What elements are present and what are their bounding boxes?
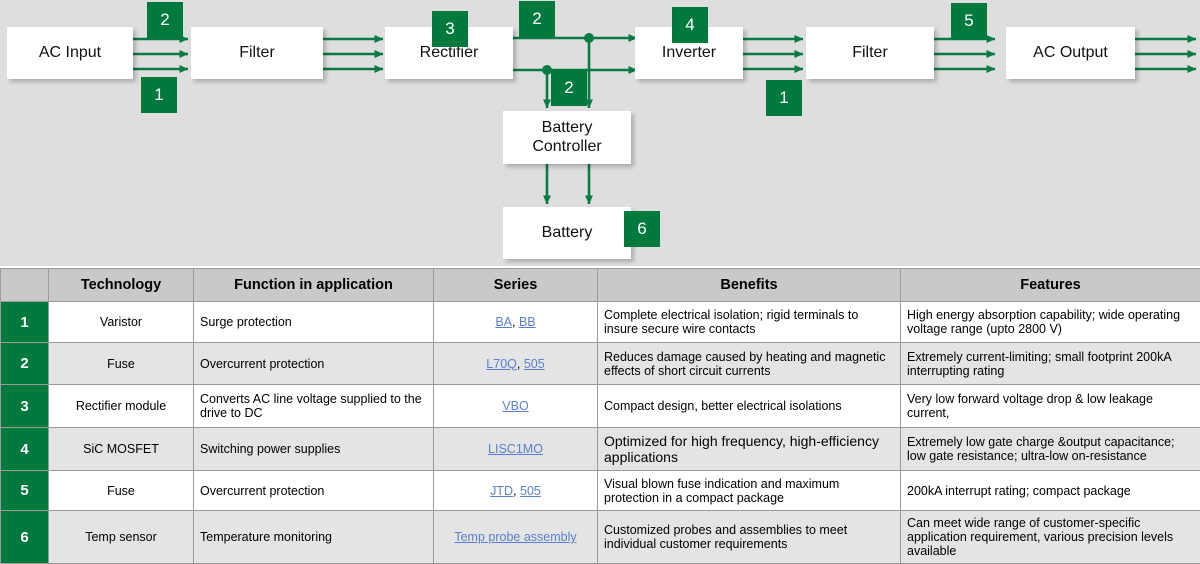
row-function: Switching power supplies [194, 428, 434, 471]
badge-input-1-value: 1 [154, 85, 163, 105]
series-link[interactable]: JTD [490, 484, 513, 498]
table-row: 5 Fuse Overcurrent protection JTD, 505 V… [1, 471, 1200, 511]
series-link[interactable]: BA [495, 315, 512, 329]
row-features: Very low forward voltage drop & low leak… [901, 385, 1200, 428]
series-link[interactable]: 505 [524, 357, 545, 371]
series-link[interactable]: LISC1MO [488, 442, 543, 456]
badge-output-5-value: 5 [964, 11, 973, 31]
row-benefits: Visual blown fuse indication and maximum… [598, 471, 901, 511]
table-header-row: Technology Function in application Serie… [1, 269, 1200, 302]
series-link[interactable]: Temp probe assembly [454, 530, 576, 544]
badge-inverter-4[interactable]: 4 [672, 7, 708, 43]
row-series: BA, BB [434, 302, 598, 343]
row-series: Temp probe assembly [434, 511, 598, 564]
row-features: 200kA interrupt rating; compact package [901, 471, 1200, 511]
node-ac-output[interactable]: AC Output [1006, 27, 1135, 79]
badge-rectifier-3-value: 3 [445, 19, 454, 39]
row-function: Converts AC line voltage supplied to the… [194, 385, 434, 428]
badge-rectifier-3[interactable]: 3 [432, 11, 468, 47]
spec-table: Technology Function in application Serie… [0, 268, 1200, 564]
row-benefits: Customized probes and assemblies to meet… [598, 511, 901, 564]
row-function: Surge protection [194, 302, 434, 343]
node-battery-controller-line1: Battery [542, 119, 593, 137]
badge-battery-controller-2[interactable]: 2 [551, 70, 587, 106]
header-features: Features [901, 269, 1200, 302]
row-features: High energy absorption capability; wide … [901, 302, 1200, 343]
badge-battery-6[interactable]: 6 [624, 211, 660, 247]
row-benefits: Optimized for high frequency, high-effic… [598, 428, 901, 471]
row-function: Overcurrent protection [194, 343, 434, 385]
table-row: 4 SiC MOSFET Switching power supplies LI… [1, 428, 1200, 471]
series-link[interactable]: BB [519, 315, 536, 329]
node-ac-output-label: AC Output [1033, 44, 1108, 62]
block-diagram: AC Input Filter Rectifier Inverter Filte… [0, 0, 1200, 268]
header-number [1, 269, 49, 302]
node-ac-input[interactable]: AC Input [7, 27, 133, 79]
row-benefits: Reduces damage caused by heating and mag… [598, 343, 901, 385]
node-filter-output-label: Filter [852, 44, 888, 62]
row-technology: Fuse [49, 343, 194, 385]
row-features: Extremely current-limiting; small footpr… [901, 343, 1200, 385]
node-battery-label: Battery [542, 224, 593, 242]
row-number: 2 [1, 343, 49, 385]
badge-output-5[interactable]: 5 [951, 3, 987, 39]
node-filter-output[interactable]: Filter [806, 27, 934, 79]
header-function: Function in application [194, 269, 434, 302]
badge-input-2-value: 2 [160, 10, 169, 30]
badge-output-1[interactable]: 1 [766, 80, 802, 116]
table-row: 6 Temp sensor Temperature monitoring Tem… [1, 511, 1200, 564]
row-features: Extremely low gate charge &output capaci… [901, 428, 1200, 471]
node-inverter-label: Inverter [662, 44, 716, 62]
header-series: Series [434, 269, 598, 302]
row-technology: Temp sensor [49, 511, 194, 564]
row-technology: Fuse [49, 471, 194, 511]
row-series: VBO [434, 385, 598, 428]
badge-input-1[interactable]: 1 [141, 77, 177, 113]
node-battery-controller[interactable]: Battery Controller [503, 111, 631, 164]
row-technology: Rectifier module [49, 385, 194, 428]
series-link[interactable]: 505 [520, 484, 541, 498]
row-technology: Varistor [49, 302, 194, 343]
badge-input-2[interactable]: 2 [147, 2, 183, 38]
row-function: Temperature monitoring [194, 511, 434, 564]
row-function: Overcurrent protection [194, 471, 434, 511]
node-filter-input-label: Filter [239, 44, 275, 62]
header-benefits: Benefits [598, 269, 901, 302]
row-number: 4 [1, 428, 49, 471]
badge-output-1-value: 1 [779, 88, 788, 108]
badge-dcbus-2-value: 2 [532, 9, 541, 29]
row-series: JTD, 505 [434, 471, 598, 511]
node-battery-controller-line2: Controller [532, 138, 601, 156]
table-row: 2 Fuse Overcurrent protection L70Q, 505 … [1, 343, 1200, 385]
badge-inverter-4-value: 4 [685, 15, 694, 35]
row-benefits: Complete electrical isolation; rigid ter… [598, 302, 901, 343]
row-number: 3 [1, 385, 49, 428]
badge-battery-controller-2-value: 2 [564, 78, 573, 98]
row-number: 6 [1, 511, 49, 564]
node-battery[interactable]: Battery [503, 207, 631, 259]
table-row: 3 Rectifier module Converts AC line volt… [1, 385, 1200, 428]
header-technology: Technology [49, 269, 194, 302]
table-row: 1 Varistor Surge protection BA, BB Compl… [1, 302, 1200, 343]
node-ac-input-label: AC Input [39, 44, 101, 62]
spec-table-wrap: Technology Function in application Serie… [0, 268, 1200, 555]
row-number: 1 [1, 302, 49, 343]
row-technology: SiC MOSFET [49, 428, 194, 471]
row-series: L70Q, 505 [434, 343, 598, 385]
row-features: Can meet wide range of customer-specific… [901, 511, 1200, 564]
series-link[interactable]: VBO [502, 399, 528, 413]
series-link[interactable]: L70Q [486, 357, 517, 371]
row-benefits: Compact design, better electrical isolat… [598, 385, 901, 428]
row-series: LISC1MO [434, 428, 598, 471]
row-number: 5 [1, 471, 49, 511]
badge-battery-6-value: 6 [637, 219, 646, 239]
node-filter-input[interactable]: Filter [191, 27, 323, 79]
badge-dcbus-2[interactable]: 2 [519, 1, 555, 37]
